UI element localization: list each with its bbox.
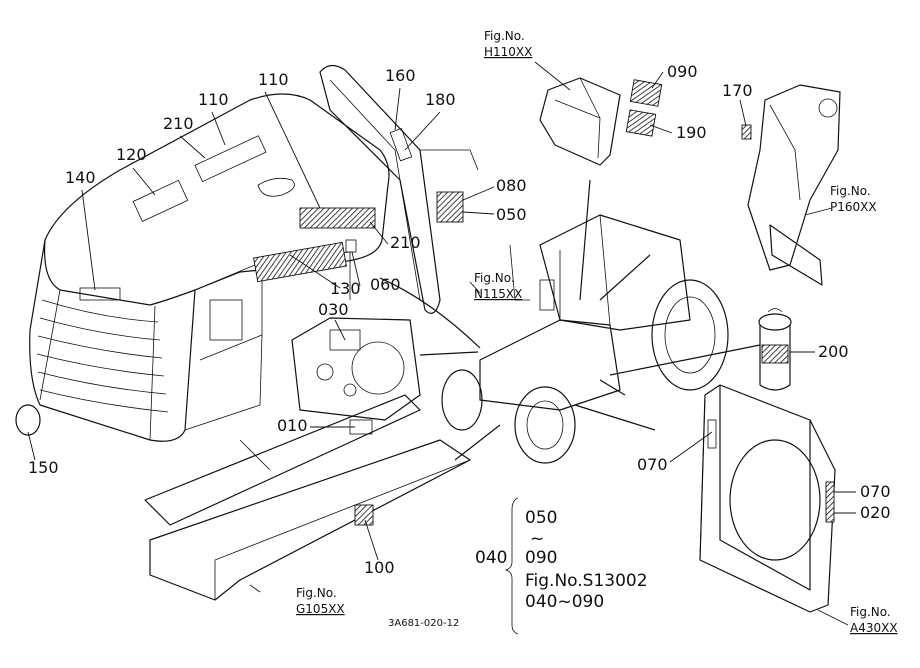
part-label: 110 bbox=[258, 70, 289, 89]
part-label: 050 bbox=[496, 205, 527, 224]
part-label: 210 bbox=[390, 233, 421, 252]
part-label: 070 bbox=[860, 482, 891, 501]
oil-filter-drawing bbox=[758, 308, 792, 391]
fig-ref-code: N115XX bbox=[474, 287, 522, 301]
group-tilde: ~ bbox=[530, 529, 544, 549]
chassis-frame-drawing bbox=[144, 394, 471, 601]
part-label: 190 bbox=[676, 123, 707, 142]
fig-ref-prefix: Fig.No. bbox=[474, 271, 515, 285]
part-label: 060 bbox=[370, 275, 401, 294]
group-label: 040 bbox=[475, 548, 507, 568]
part-label: 170 bbox=[722, 81, 753, 100]
part-label: 030 bbox=[318, 300, 349, 319]
part-label: 010 bbox=[277, 416, 308, 435]
fig-ref-code: P160XX bbox=[830, 200, 877, 214]
shroud-panel-drawing bbox=[699, 384, 836, 613]
part-label: 120 bbox=[116, 145, 147, 164]
part-label: 110 bbox=[198, 90, 229, 109]
group-from: 050 bbox=[525, 508, 557, 528]
fig-ref-prefix: Fig.No. bbox=[296, 586, 337, 600]
fig-ref-code: A430XX bbox=[850, 621, 898, 635]
part-label: 080 bbox=[496, 176, 527, 195]
leader-lines bbox=[27, 61, 856, 635]
fig-ref-code: G105XX bbox=[296, 602, 345, 616]
group-fig-line: Fig.No.S13002 bbox=[525, 571, 648, 591]
drawing-code: 3A681-020-12 bbox=[388, 618, 459, 629]
fig-ref-prefix: Fig.No. bbox=[850, 605, 891, 619]
part-label: 090 bbox=[667, 62, 698, 81]
part-label: 200 bbox=[818, 342, 849, 361]
part-label: 020 bbox=[860, 503, 891, 522]
part-label: 130 bbox=[330, 279, 361, 298]
group-legend: 040 050 ~ 090 Fig.No.S13002 040~090 bbox=[475, 508, 648, 612]
group-range-line: 040~090 bbox=[525, 592, 604, 612]
part-label: 210 bbox=[163, 114, 194, 133]
part-label: 140 bbox=[65, 168, 96, 187]
figure-references: Fig.No. H110XX Fig.No. N115XX Fig.No. P1… bbox=[296, 29, 898, 635]
part-label: 180 bbox=[425, 90, 456, 109]
bracket-drawing bbox=[741, 84, 841, 286]
fig-ref-code: H110XX bbox=[484, 45, 532, 59]
fig-ref-prefix: Fig.No. bbox=[830, 184, 871, 198]
fig-ref-prefix: Fig.No. bbox=[484, 29, 525, 43]
engine-drawing bbox=[291, 317, 421, 421]
group-to: 090 bbox=[525, 548, 557, 568]
part-labels: 110 110 210 120 140 160 180 080 050 210 … bbox=[28, 62, 891, 577]
part-label: 150 bbox=[28, 458, 59, 477]
tractor-drawing bbox=[441, 214, 729, 464]
part-label: 160 bbox=[385, 66, 416, 85]
part-label: 070 bbox=[637, 455, 668, 474]
hood-drawing bbox=[15, 64, 479, 442]
part-label: 100 bbox=[364, 558, 395, 577]
fender-panel-drawing bbox=[539, 77, 663, 166]
